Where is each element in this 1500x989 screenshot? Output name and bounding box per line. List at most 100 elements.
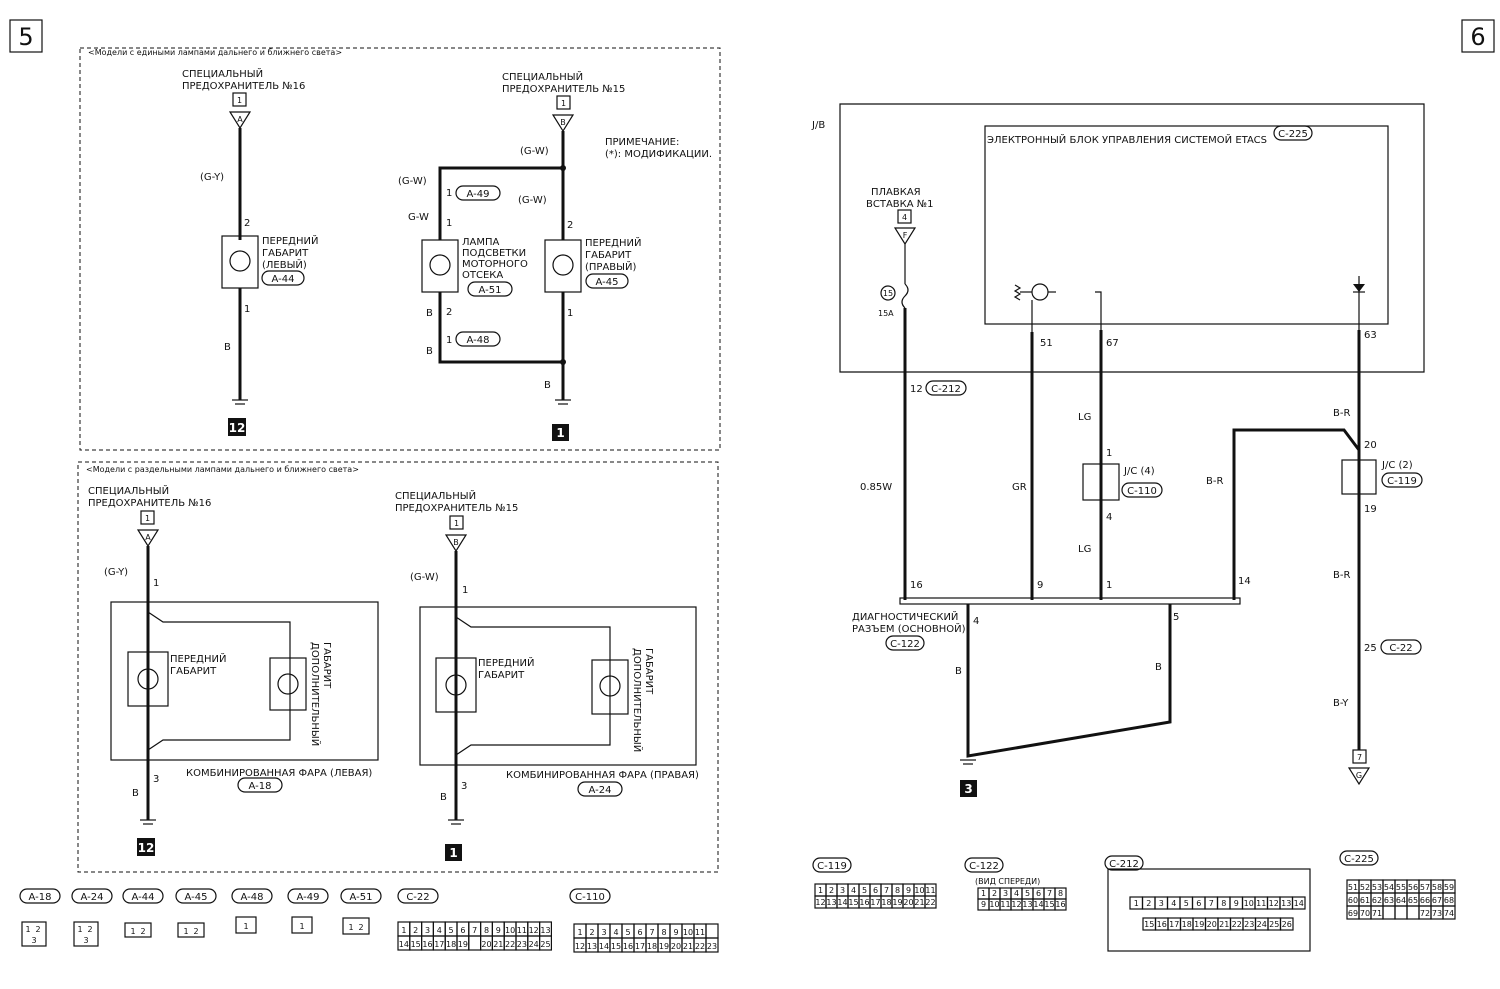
c119-pin: 2 — [829, 886, 834, 895]
c122-pin: 3 — [1003, 889, 1008, 898]
fuse-num-circle — [880, 285, 896, 301]
c22-pin: 5 — [449, 926, 454, 935]
c22-pin: 25 — [1364, 643, 1377, 654]
c110-pin: 22 — [695, 942, 705, 951]
conn-c212-label: C-212 — [931, 384, 961, 395]
b-pin-3-left: 3 — [153, 774, 159, 785]
c122-pin: 1 — [981, 889, 986, 898]
c212-pin: 19 — [1194, 920, 1204, 929]
page-number-right: 6 — [1470, 23, 1485, 51]
c225-pin: 60 — [1348, 896, 1358, 905]
legend-a-18-oval — [19, 888, 61, 904]
legend-c122-oval — [964, 857, 1004, 873]
diag-pin5: 5 — [1173, 612, 1179, 623]
c212-pin: 14 — [1294, 899, 1304, 908]
wire-label-br-3: B-R — [1333, 570, 1350, 581]
bulb-icon — [277, 673, 299, 695]
c225-pin: 55 — [1396, 883, 1406, 892]
conn-icon-pin: 1 — [130, 927, 135, 936]
c225-pin: 63 — [1384, 896, 1394, 905]
pin-67: 67 — [1106, 338, 1119, 349]
c22-pin: 13 — [540, 926, 550, 935]
legend-c-22-label: C-22 — [406, 892, 429, 903]
fuse15-box — [556, 95, 571, 110]
jc4-pin4: 4 — [1106, 512, 1112, 523]
c212-pin: 6 — [1196, 899, 1201, 908]
c110-pin: 19 — [659, 942, 669, 951]
wire-label-b-diag-right: B — [1155, 662, 1162, 673]
c22-pin: 11 — [517, 926, 527, 935]
c22-pin: 2 — [413, 926, 418, 935]
b-extra-right-2: ГАБАРИТ — [643, 648, 654, 695]
diag-label-1: ДИАГНОСТИЧЕСКИЙ — [852, 610, 958, 623]
c110-pin: 5 — [625, 928, 630, 937]
b-front-right-1: ПЕРЕДНИЙ — [478, 656, 534, 669]
diag-ground-badge — [960, 780, 977, 797]
legend-a-24-oval — [71, 888, 113, 904]
c119-pin: 3 — [840, 886, 845, 895]
conn-c119-label: C-119 — [1387, 476, 1417, 487]
conn-a18-oval — [237, 777, 283, 793]
jb-frame — [839, 103, 1425, 373]
conn-a45-label: A-45 — [596, 277, 619, 288]
diag-pin14: 14 — [1238, 576, 1251, 587]
c212-pin: 2 — [1146, 899, 1151, 908]
inner-path-right — [455, 616, 611, 756]
c110-pin: 7 — [649, 928, 654, 937]
b-wire-label-gw: (G-W) — [410, 572, 439, 583]
fuse1-box — [897, 209, 912, 224]
page-number-box-right — [1461, 19, 1495, 53]
fuse16-label-1: СПЕЦИАЛЬНЫЙ — [182, 67, 263, 80]
pin-51: 51 — [1040, 338, 1053, 349]
wire-label-b-diag-left: B — [955, 666, 962, 677]
ground-badge-right — [552, 424, 569, 441]
c212-pin: 10 — [1244, 899, 1254, 908]
legend-a-44-label: A-44 — [132, 892, 155, 903]
jc4-pin1: 1 — [1106, 448, 1112, 459]
pin-1-left: 1 — [244, 304, 250, 315]
ground-badge-left — [228, 418, 246, 436]
extra-lamp-right — [591, 659, 629, 715]
fuse1-label-2: ВСТАВКА №1 — [866, 199, 934, 210]
ground-num-right: 1 — [556, 426, 564, 440]
c119-pin: 18 — [881, 898, 891, 907]
wire-label-gw-mid: (G-W) — [518, 195, 547, 206]
c122-pin: 2 — [992, 889, 997, 898]
conn-icon — [342, 917, 370, 935]
c22-pin: 19 — [458, 940, 468, 949]
conn-c110-oval — [1121, 482, 1163, 498]
c225-pin: 67 — [1432, 896, 1442, 905]
c110-cell — [705, 937, 719, 953]
bulb-icon — [137, 668, 159, 690]
conn-a49-label: A-49 — [467, 189, 490, 200]
c212-pin: 9 — [1234, 899, 1239, 908]
fuse16-terminal — [228, 111, 252, 130]
c119-pin: 22 — [925, 898, 935, 907]
c122-pin: 4 — [1014, 889, 1019, 898]
conn-icon — [73, 921, 99, 947]
legend-a-49-oval — [287, 888, 329, 904]
c119-pin: 13 — [826, 898, 836, 907]
c110-pin: 9 — [673, 928, 678, 937]
b-fuse15-box-num: 1 — [454, 519, 459, 528]
c119-pin: 4 — [851, 886, 856, 895]
pin-1-a49: 1 — [446, 188, 452, 199]
bulb-icon — [429, 254, 451, 276]
out-box-num: 7 — [1357, 753, 1362, 762]
c225-pin: 53 — [1372, 883, 1382, 892]
c212-pin: 21 — [1219, 920, 1229, 929]
c225-pin: 74 — [1444, 909, 1454, 918]
b-fuse15-box — [449, 515, 464, 530]
conn-icon-pin: 3 — [83, 936, 88, 945]
wire-label-b-engine: B — [426, 308, 433, 319]
legend-a-18-label: A-18 — [29, 892, 52, 903]
conn-c212-oval — [925, 380, 967, 396]
conn-c119-oval — [1381, 472, 1423, 488]
conn-icon-pin: 2 — [35, 925, 40, 934]
b-fuse15-pin: B — [453, 538, 459, 547]
c22-pin: 9 — [496, 926, 501, 935]
c122-pin: 9 — [981, 900, 986, 909]
lamp-right-label-1: ПЕРЕДНИЙ — [585, 236, 641, 249]
c225-pin: 61 — [1360, 896, 1370, 905]
jc2-pin20: 20 — [1364, 440, 1377, 451]
